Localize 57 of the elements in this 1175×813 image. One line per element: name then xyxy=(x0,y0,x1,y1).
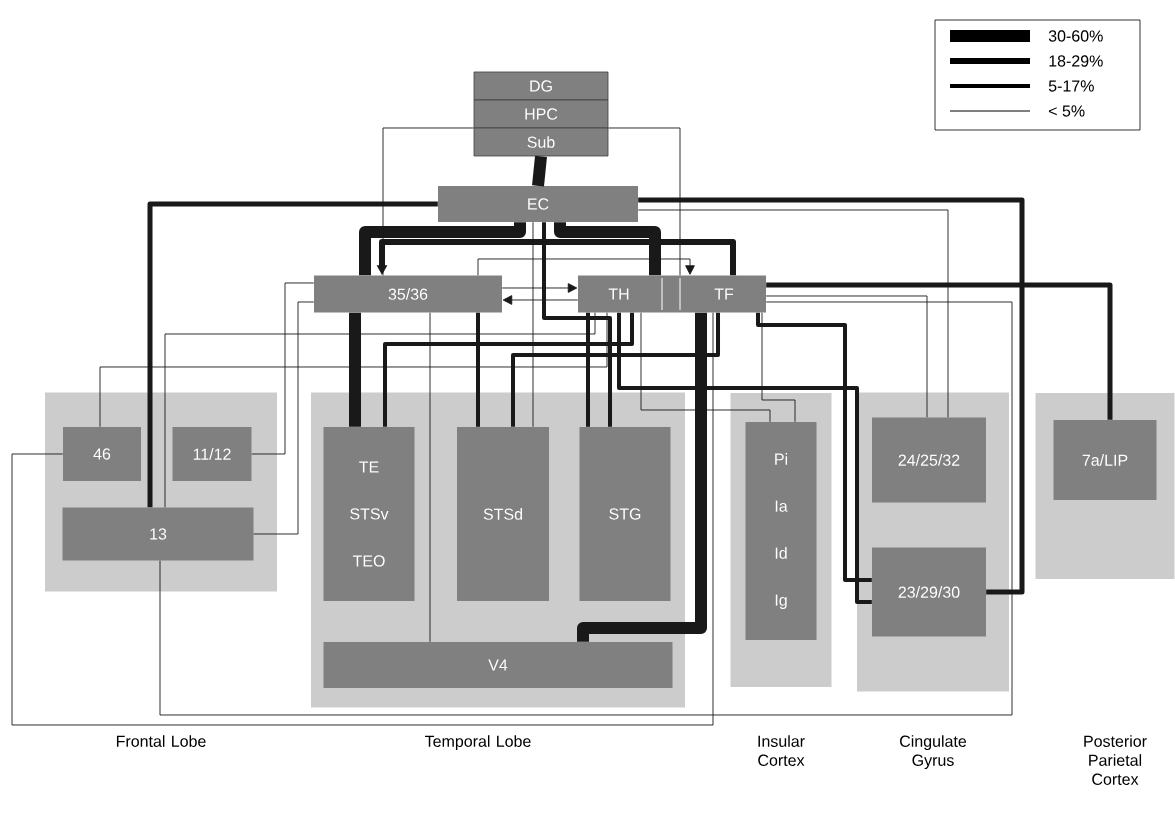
connection-line xyxy=(617,312,872,604)
connection-line xyxy=(640,312,771,423)
area-box: HPC xyxy=(473,99,609,129)
area-box: 35/36 xyxy=(314,275,502,313)
connection-line xyxy=(349,312,361,427)
region-label: Frontal Lobe xyxy=(116,735,206,747)
region-label: Temporal Lobe xyxy=(425,735,531,751)
connection-line xyxy=(532,221,534,428)
area-box: 13 xyxy=(62,507,254,561)
region-label: Insular Cortex xyxy=(758,735,805,766)
connection-line xyxy=(607,127,681,276)
connection-line xyxy=(11,312,714,726)
legend-label: 30-60% xyxy=(1048,30,1103,42)
area-box: Pi Ia Id Ig xyxy=(745,422,817,640)
area-box: 23/29/30 xyxy=(872,547,986,637)
connection-line xyxy=(756,312,872,582)
area-box: STG xyxy=(579,427,671,601)
legend-label: 5-17% xyxy=(1048,80,1094,92)
connection-line xyxy=(765,295,928,418)
connection-line xyxy=(477,258,695,276)
area-box: EC xyxy=(438,186,638,222)
area-box: TE STSv TEO xyxy=(323,427,415,601)
connection-line xyxy=(511,312,720,427)
connection-line xyxy=(383,312,634,427)
connection-line xyxy=(586,312,590,427)
connection-line xyxy=(382,127,475,276)
connection-line xyxy=(251,282,315,455)
connection-line xyxy=(577,312,707,642)
area-box: Sub xyxy=(473,127,609,157)
area-box: 24/25/32 xyxy=(872,417,986,503)
connection-line xyxy=(501,283,578,293)
connection-line xyxy=(359,222,526,276)
region-label: Cingulate Gyrus xyxy=(900,735,967,770)
connection-line xyxy=(532,155,547,187)
area-box: STSd xyxy=(457,427,549,601)
connection-line xyxy=(637,209,949,418)
connection-line xyxy=(502,295,579,305)
connection-line xyxy=(554,222,661,276)
connection-line xyxy=(761,312,796,423)
connection-line xyxy=(476,312,480,427)
area-box: DG xyxy=(473,71,609,101)
legend-label: 18-29% xyxy=(1049,55,1103,67)
area-box: 7a/LIP xyxy=(1053,420,1157,500)
legend-label: < 5% xyxy=(1049,105,1085,117)
connection-line xyxy=(766,282,1113,420)
connection-line xyxy=(542,222,612,427)
connection-line xyxy=(99,312,608,428)
connection-line xyxy=(638,197,1025,595)
area-box: 11/12 xyxy=(172,427,252,481)
connection-line xyxy=(159,301,1013,716)
connection-line xyxy=(253,301,315,535)
area-box: V4 xyxy=(323,642,673,688)
connection-line xyxy=(147,201,438,508)
connection-line xyxy=(164,312,596,508)
area-box: 46 xyxy=(63,427,141,481)
connection-line xyxy=(429,312,431,643)
region-label: Posterior Parietal Cortex xyxy=(1084,735,1147,785)
